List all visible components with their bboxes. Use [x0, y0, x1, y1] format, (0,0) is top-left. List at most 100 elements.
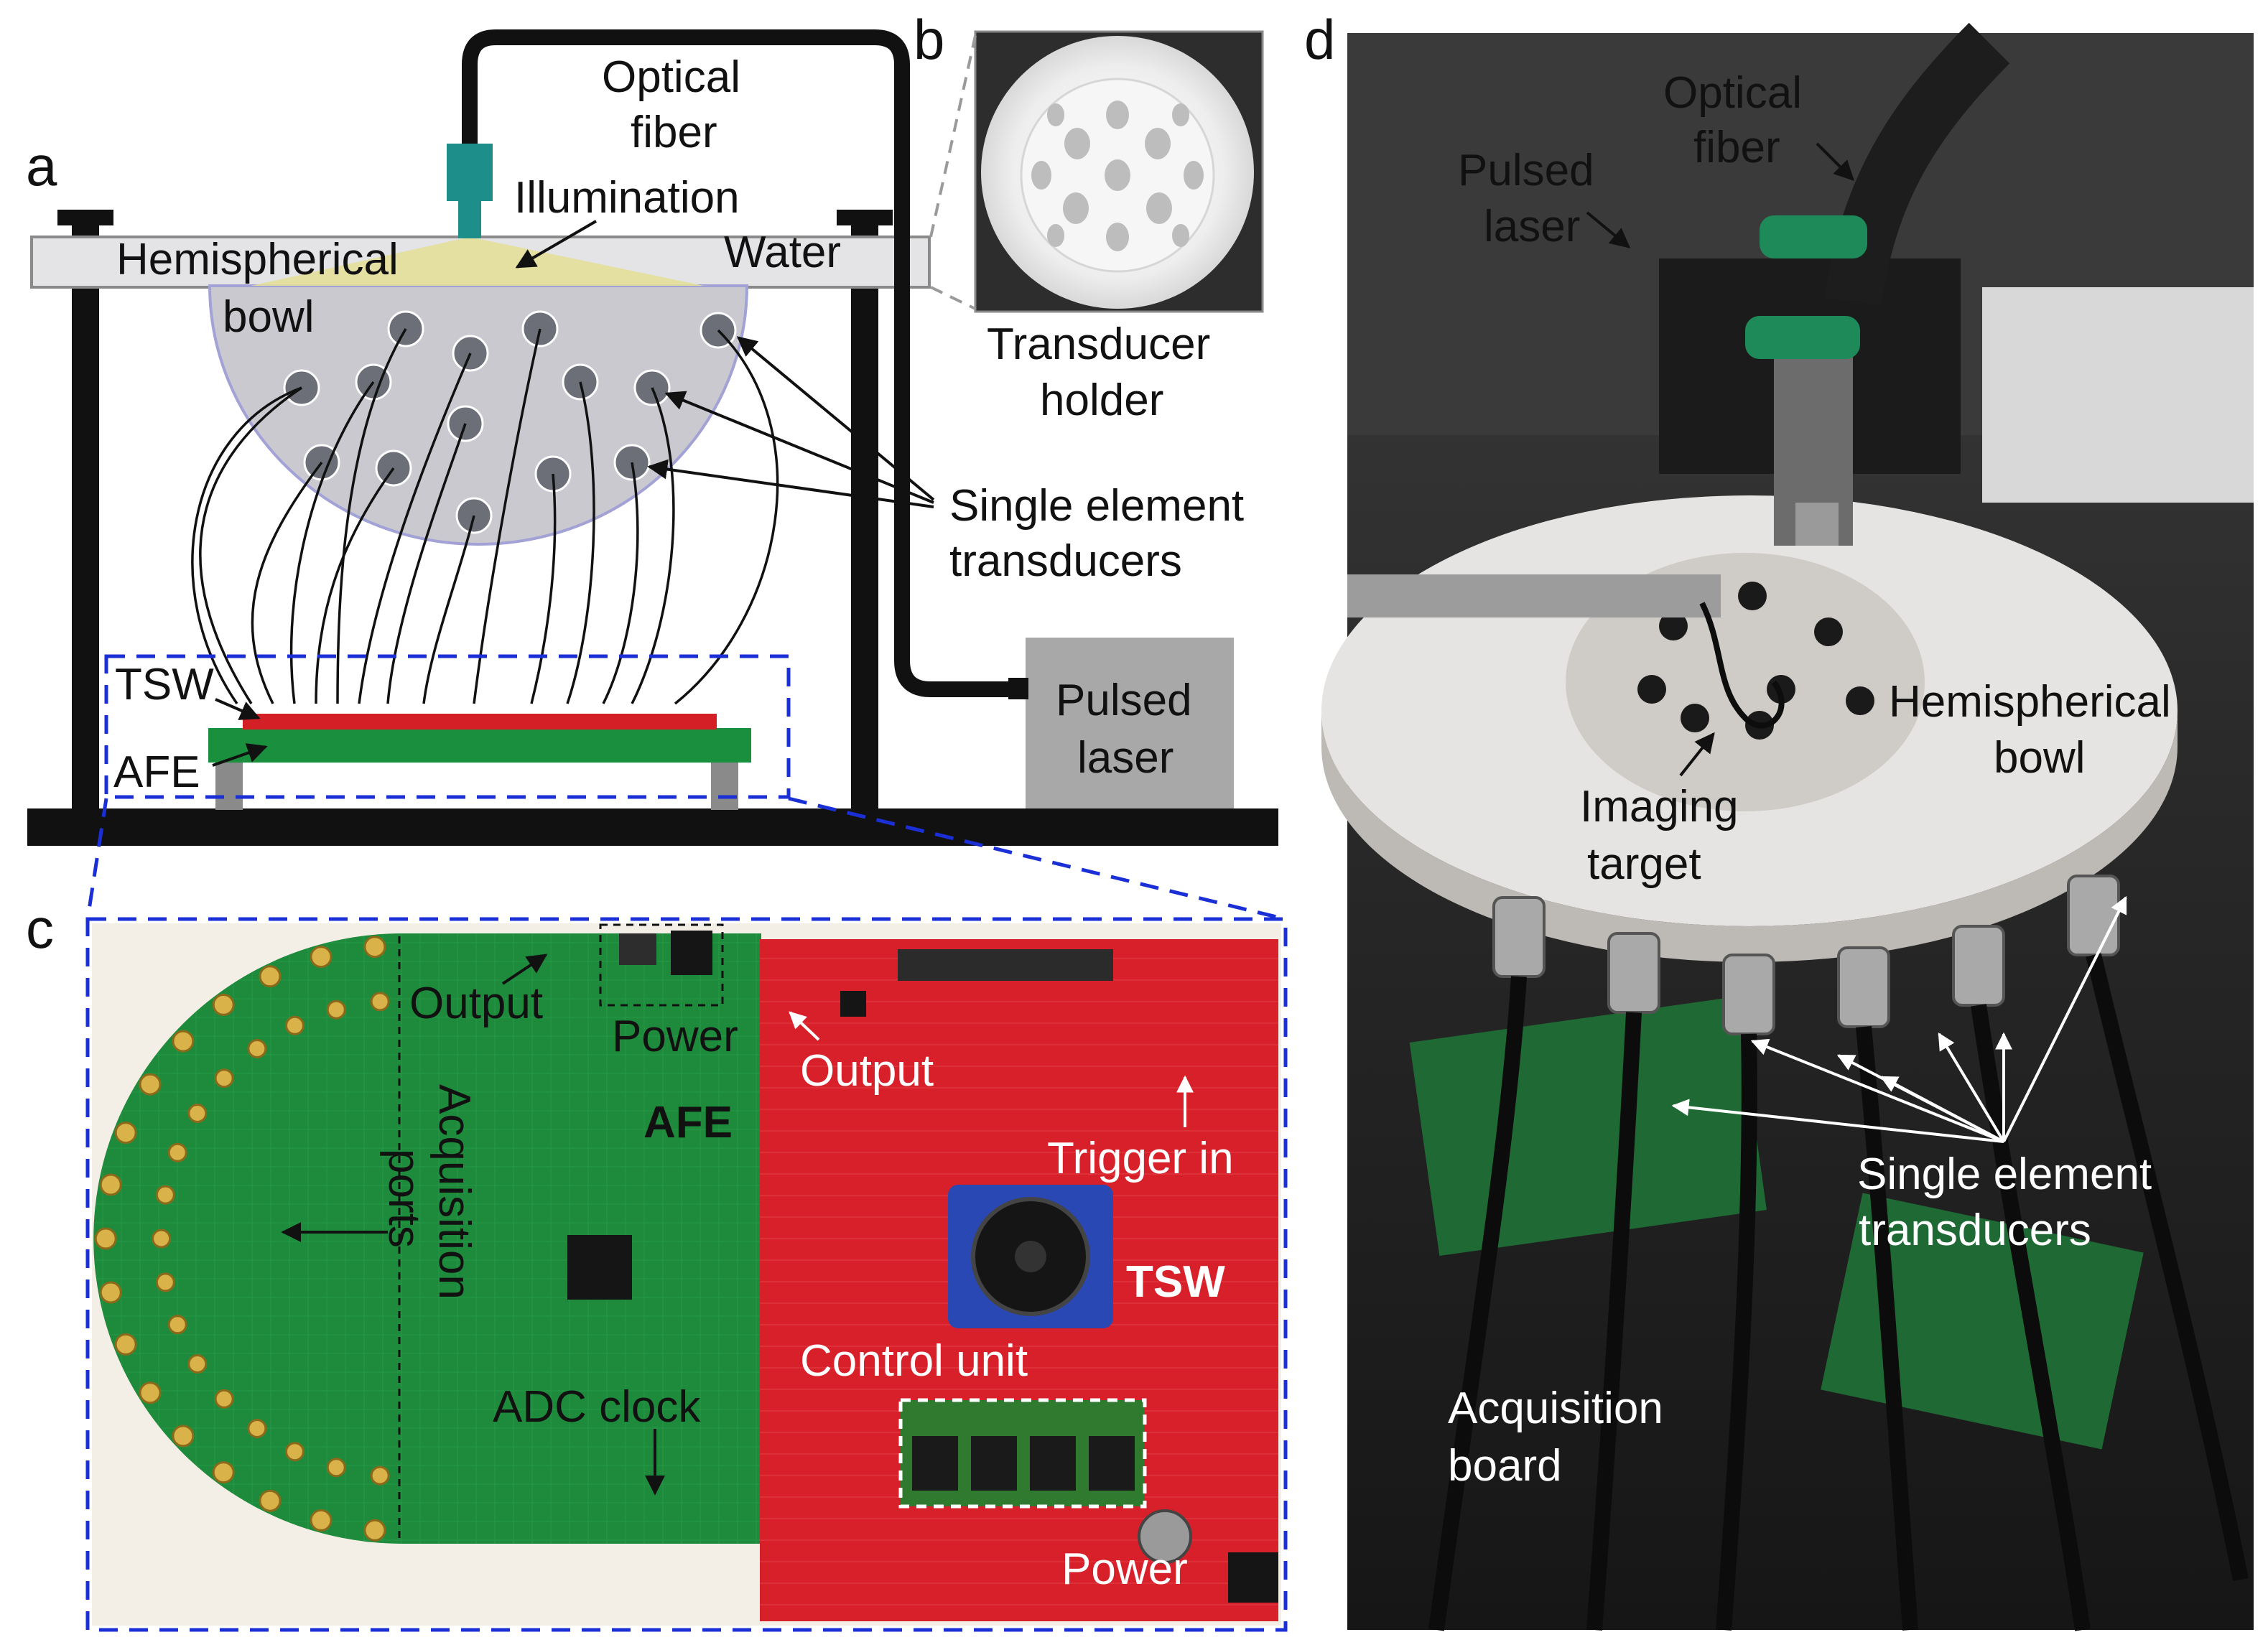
panel-a-schematic: a: [26, 29, 1278, 846]
arrow-icon: [1586, 211, 1631, 248]
label-afe-board: AFE: [643, 1098, 733, 1147]
zoom-line-right: [788, 796, 1286, 921]
sma-connector-icon: [285, 1442, 305, 1462]
sma-connector-icon: [214, 1389, 234, 1409]
sma-connector-icon: [310, 946, 333, 969]
tsw-chip: [840, 991, 866, 1017]
sma-connector-icon: [370, 992, 390, 1012]
afe-power-box: [599, 923, 724, 1007]
sma-connector-icon: [155, 1272, 175, 1292]
arrow-icon: [1679, 732, 1715, 777]
sma-connector-icon: [152, 1229, 172, 1249]
holding-rod: [1347, 574, 1721, 617]
sma-connector-icon: [155, 1185, 175, 1205]
sma-connector-icon: [139, 1381, 162, 1404]
sma-connector-icon: [363, 1519, 386, 1542]
sma-connectors: [94, 936, 390, 1542]
label-afe: AFE: [113, 747, 200, 797]
sma-connector-icon: [247, 1039, 267, 1058]
tsw-capacitor: [1138, 1509, 1192, 1564]
sma-connector-icon: [172, 1425, 195, 1448]
label-target-d: target: [1587, 839, 1701, 889]
imaging-target: [1699, 602, 1785, 729]
afe-power-jack: [671, 931, 712, 975]
highlight-box-c: [85, 917, 1288, 1632]
pulsed-laser-box: [1026, 638, 1234, 808]
panel-label-d: d: [1304, 8, 1335, 71]
sma-connector-icon: [167, 1315, 187, 1335]
label-transducer: Transducer: [987, 320, 1210, 369]
arrow-icon: [1816, 142, 1854, 181]
label-holder: holder: [1040, 376, 1163, 425]
arrow-icon: [515, 220, 598, 269]
label-tsw: TSW: [115, 660, 214, 709]
sma-connector-icon: [172, 1030, 195, 1053]
sma-connector-icon: [285, 1015, 305, 1035]
sma-connector-icon: [214, 1068, 234, 1089]
coax-cables: [1428, 953, 2249, 1631]
label-illumination: Illumination: [514, 173, 740, 223]
sma-connector-icon: [247, 1419, 267, 1438]
label-trigger-in: Trigger in: [1047, 1134, 1234, 1183]
label-bowl-d: bowl: [1994, 733, 2086, 783]
label-laser-d: laser: [1484, 202, 1580, 251]
sma-connector-icon: [326, 1458, 346, 1478]
afe-chip: [567, 1235, 632, 1300]
afe-power-terminal: [619, 933, 656, 965]
ram-module-icon: [898, 1398, 1147, 1509]
sma-connector-icon: [187, 1354, 208, 1374]
sma-connector-icon: [370, 1465, 390, 1486]
transducer-wires: [191, 328, 779, 705]
arrow-icon: [736, 336, 935, 501]
sma-connector-icon: [187, 1104, 208, 1123]
label-bowl: bowl: [223, 292, 315, 342]
bnc-connectors: [1492, 875, 2120, 1035]
zoom-line-top: [929, 35, 977, 238]
sma-connector-icon: [99, 1173, 122, 1196]
label-fiber-d: fiber: [1693, 123, 1780, 172]
arrow-icon: [647, 459, 934, 508]
label-optical-fiber-2: fiber: [631, 108, 717, 157]
tsw-connector: [898, 949, 1113, 981]
label-transducers-d: transducers: [1859, 1206, 2091, 1255]
white-surface: [1982, 287, 2254, 503]
label-imaging-d: Imaging: [1580, 782, 1739, 831]
zoom-line-bottom: [930, 286, 976, 310]
label-output-tsw: Output: [800, 1046, 934, 1096]
label-acquisition-d: Acquisition: [1448, 1384, 1663, 1433]
sma-connector-icon: [139, 1073, 162, 1096]
sma-connector-icon: [326, 999, 346, 1020]
sma-connector-icon: [310, 1509, 333, 1532]
panel-label-a: a: [26, 134, 57, 197]
stand-leg-right: [851, 210, 878, 810]
label-single-element: Single element: [949, 481, 1244, 531]
fiber-tip: [458, 200, 481, 238]
label-hemispherical-d: Hemispherical: [1889, 677, 2171, 727]
fiber-head: [447, 144, 493, 201]
label-laser: laser: [1077, 733, 1173, 783]
label-control-unit: Control unit: [800, 1336, 1028, 1386]
sma-connector-icon: [167, 1142, 187, 1162]
green-clamp: [1760, 215, 1867, 258]
fan-hub: [1015, 1241, 1046, 1272]
stand-cap-right: [837, 210, 893, 225]
fiber-cable-photo: [1824, 22, 2010, 306]
label-tsw-board: TSW: [1126, 1257, 1225, 1307]
bowl-holes: [1637, 582, 1874, 740]
sma-connector-icon: [259, 965, 282, 988]
acquisition-board-photo: [1409, 996, 1767, 1257]
afe-board-strip: [208, 728, 751, 763]
label-single-element-d: Single element: [1857, 1150, 2152, 1199]
label-power-tsw: Power: [1061, 1544, 1188, 1594]
label-optical-fiber-1: Optical: [602, 52, 740, 102]
label-power-afe: Power: [612, 1012, 738, 1061]
arrow-icon: [215, 698, 261, 720]
sma-connector-icon: [99, 1281, 122, 1304]
sma-connector-icon: [259, 1489, 282, 1512]
illumination-cone: [251, 237, 704, 286]
optical-fiber-cable: [462, 29, 1028, 697]
panel-label-c: c: [26, 897, 54, 960]
label-water: Water: [724, 228, 841, 277]
sma-connector-icon: [94, 1227, 117, 1250]
